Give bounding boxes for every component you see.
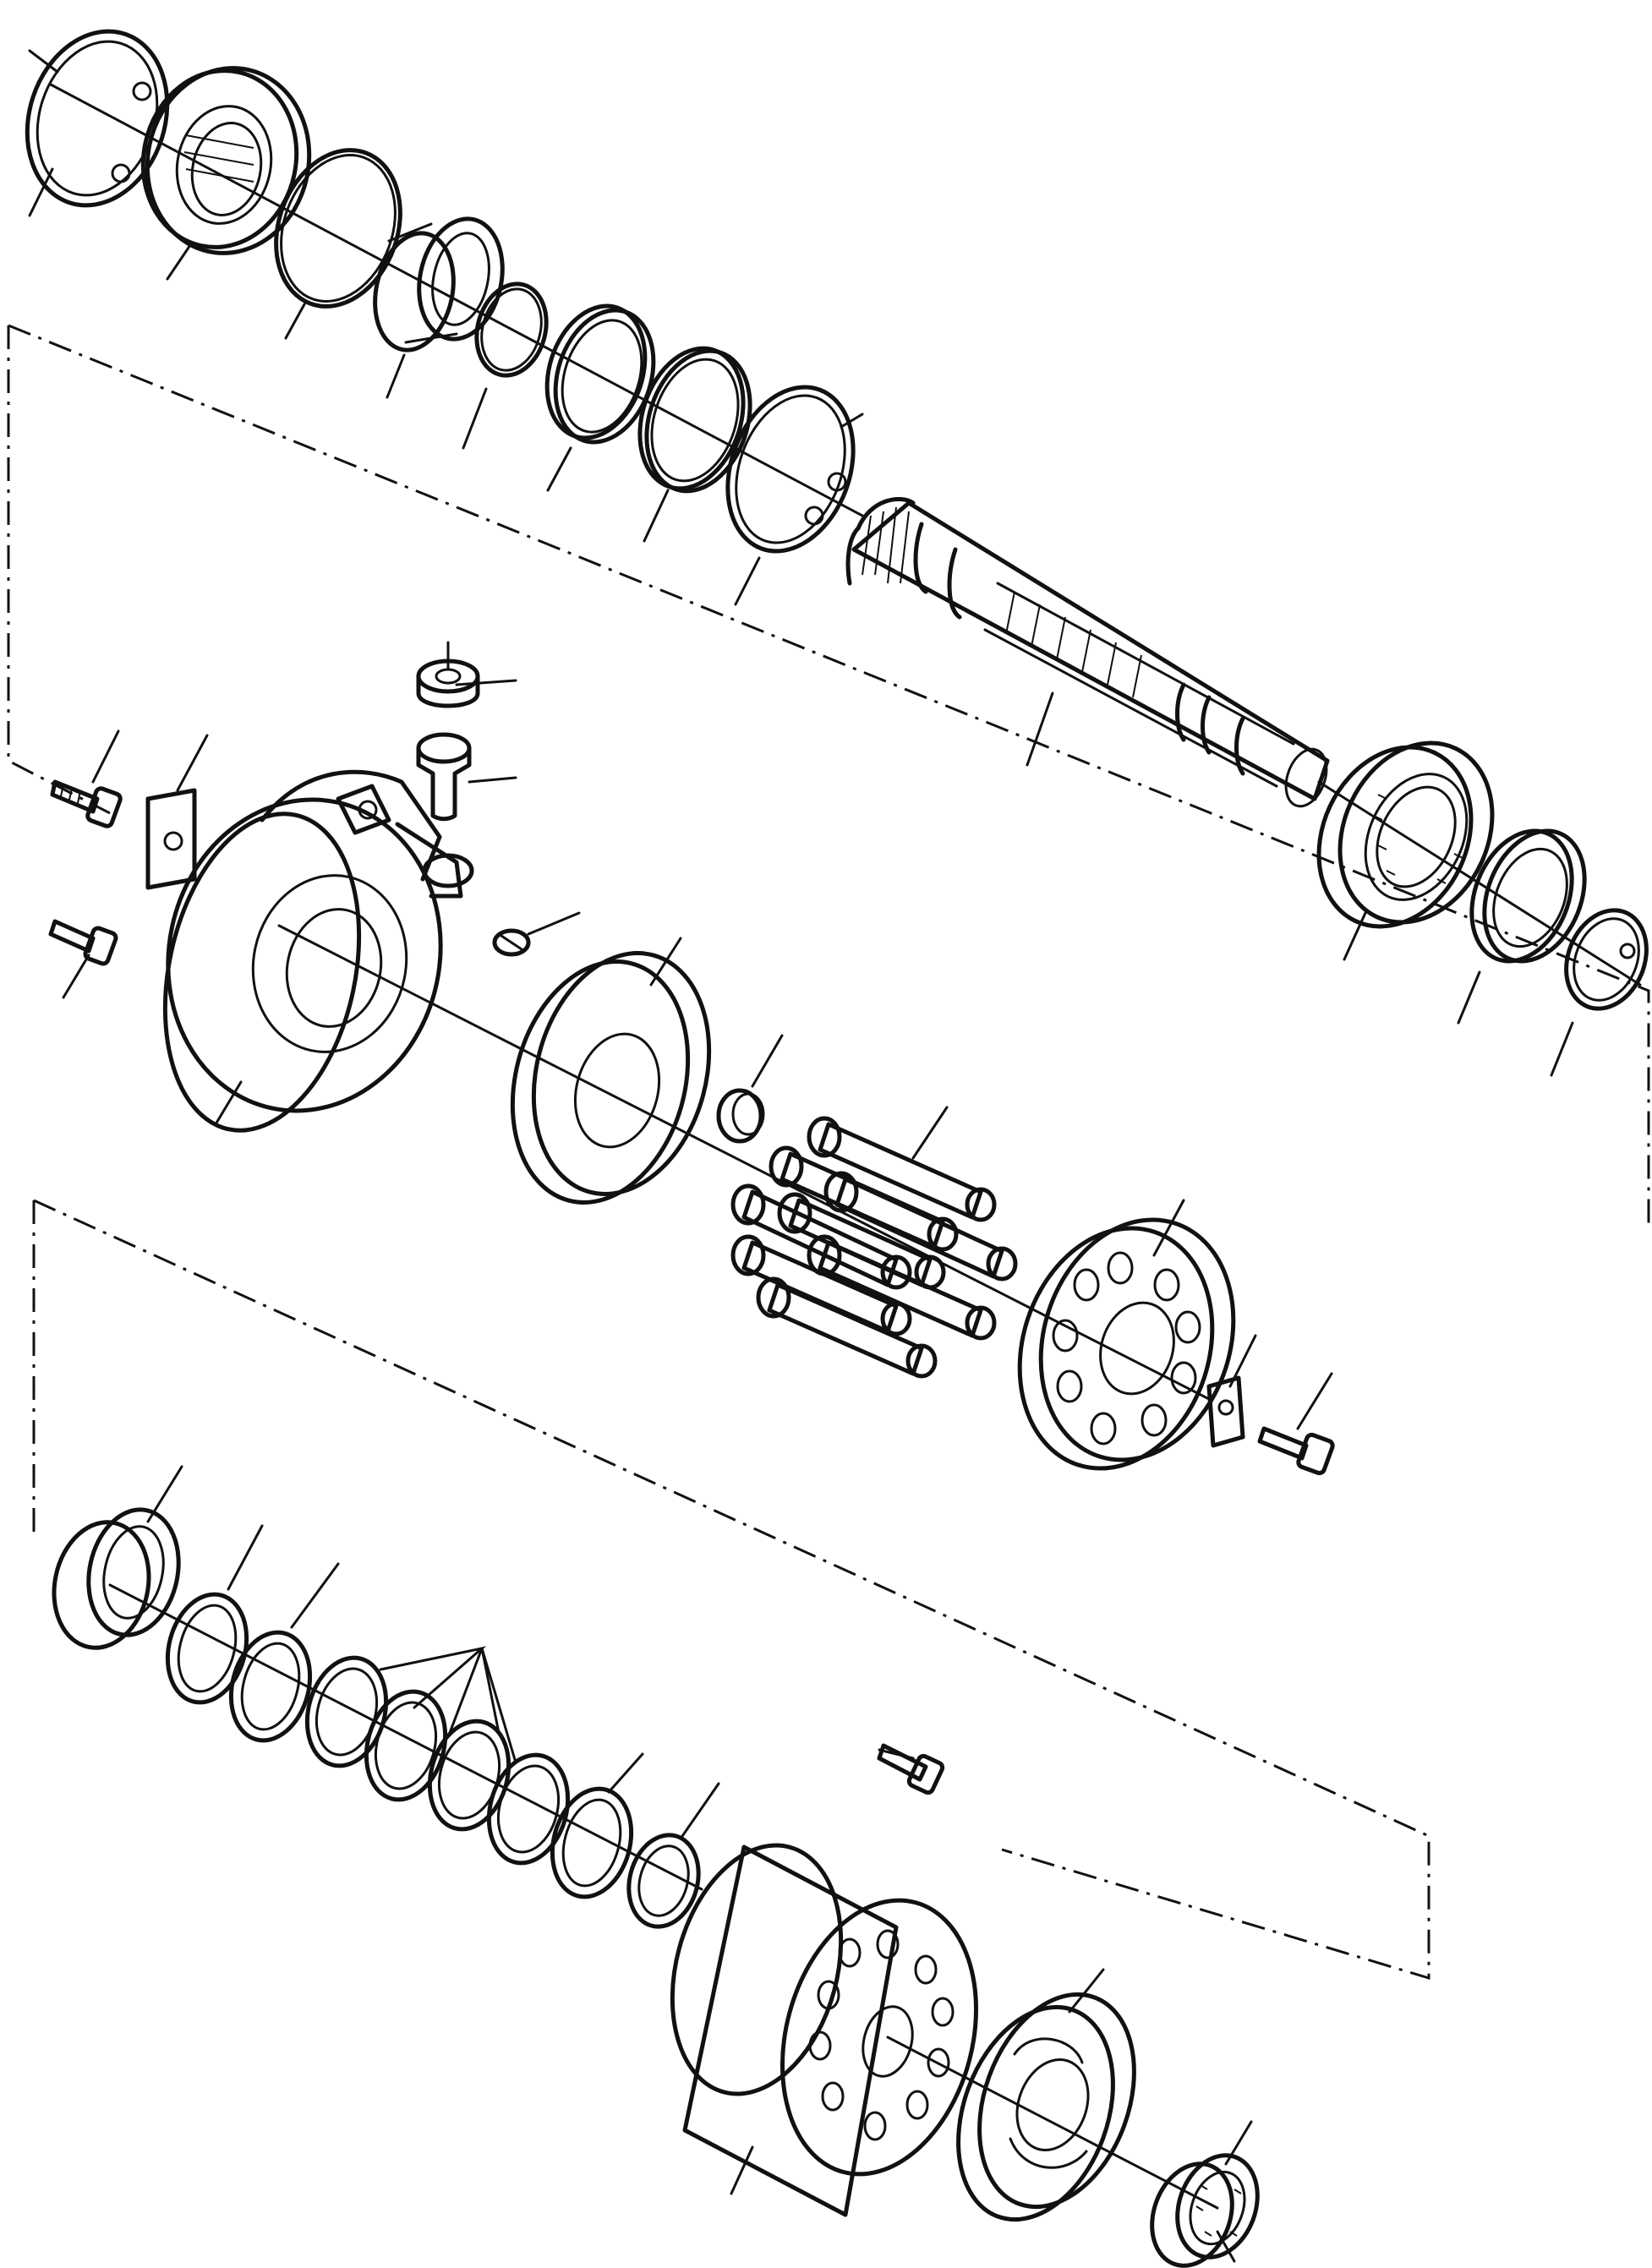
oil-seal-top <box>140 66 312 281</box>
o-ring-small-top <box>462 281 549 450</box>
lock-plate-right <box>1206 1334 1257 1448</box>
assembly-axes <box>49 83 1642 2210</box>
piston-8 <box>756 1276 938 1379</box>
swash-plate-housing <box>162 769 474 1133</box>
cylinder-block <box>670 1843 979 2217</box>
seal-ring-top <box>637 346 752 543</box>
needle-bearing-bottom <box>1150 2120 1260 2268</box>
swash-pin <box>416 732 517 822</box>
bolt-bottom-center <box>877 1743 945 1795</box>
lock-plate-left <box>145 734 209 890</box>
shim-4 <box>626 1782 720 1929</box>
bushing-bottom-left <box>52 1465 183 1650</box>
dash-line-shaft-to-right <box>8 324 1650 1231</box>
piston-assembly <box>730 1106 1018 1379</box>
shoe-plate <box>510 937 712 1205</box>
snap-ring-right <box>1550 908 1649 1077</box>
valve-plate <box>956 1968 1136 2222</box>
piston-1 <box>807 1116 997 1222</box>
piston-7 <box>807 1234 997 1341</box>
dash-line-left-upper <box>7 325 111 815</box>
bolt-upper-left <box>50 730 123 828</box>
shim-2 <box>228 1562 340 1743</box>
drive-shaft <box>845 496 1330 808</box>
swash-bushing <box>416 641 517 708</box>
retainer-ring-right <box>1457 828 1587 1025</box>
retainer-ball <box>716 1034 784 1144</box>
bolt-middle-right <box>1257 1372 1335 1476</box>
shim-1 <box>165 1524 264 1705</box>
retainer-plate <box>1017 1199 1236 1471</box>
assembly-dash-lines <box>7 324 1650 1981</box>
bolt-lower-left <box>48 919 118 999</box>
piston-5 <box>730 1183 912 1290</box>
snap-ring-top-left <box>25 29 170 217</box>
dash-line-lower-right <box>33 1199 1430 1981</box>
o-ring-large-top <box>274 148 402 340</box>
spring-clip-middle <box>492 911 581 957</box>
spring-set <box>304 1646 571 1866</box>
